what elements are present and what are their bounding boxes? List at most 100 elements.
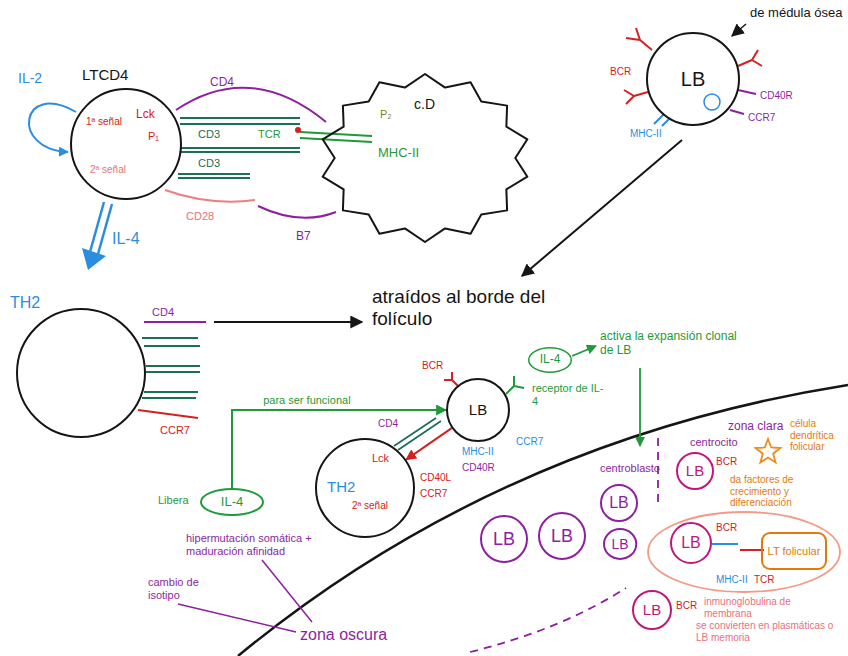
ccr7-molecule — [730, 110, 744, 114]
tcr-cd3-complex — [394, 418, 441, 450]
il4-receptor — [506, 376, 524, 394]
cytokine-label: IL-2 — [18, 70, 42, 86]
molecule-label: BCR — [422, 360, 443, 372]
molecule-label: CCR7 — [420, 488, 447, 500]
molecule-label: CD3 — [198, 157, 220, 170]
cd28-molecule — [165, 190, 255, 202]
cd4-molecule — [176, 88, 326, 122]
node-text: LB — [611, 536, 628, 552]
cloud-outline — [323, 74, 528, 242]
cell-outline — [539, 513, 585, 559]
cell-outline — [677, 453, 713, 489]
centroblast-circle: LB — [480, 515, 528, 563]
cell-outline — [762, 533, 826, 569]
follicular-dendritic-cell — [756, 439, 781, 463]
connector-label: para ser funcional — [261, 394, 352, 407]
node-text: TH2 — [327, 478, 355, 495]
leader-arrow — [732, 24, 746, 36]
molecule-label: CD40R — [462, 462, 495, 474]
node-text: IL-4 — [540, 353, 561, 367]
region-label: zona oscura — [300, 626, 387, 644]
region-label: zona clara — [728, 420, 783, 434]
node-text: IL-4 — [221, 495, 243, 510]
follicle-border — [238, 385, 848, 656]
centroblast-circle: LB — [538, 512, 586, 560]
annotation-text: hipermutación somática + maduración afin… — [186, 532, 336, 557]
th2-cell-circle: TH2 — [16, 308, 146, 438]
effect-arrow — [572, 346, 596, 356]
symbol-label: P₂ — [380, 108, 392, 121]
cell-outline — [633, 591, 671, 629]
tcr-cd3-complex — [178, 118, 300, 178]
b-cell-circle: LB — [446, 378, 510, 442]
molecule-label: BCR — [716, 456, 737, 468]
cd40-molecule — [738, 90, 756, 94]
annotation-text: receptor de IL-4 — [532, 382, 604, 407]
molecule-label: CD28 — [186, 210, 214, 223]
node-text: TH2 — [10, 294, 40, 312]
mhc-molecule — [654, 114, 670, 126]
molecule-label: Lck — [372, 452, 389, 465]
molecule-label: CD4 — [378, 418, 398, 430]
molecule-label: BCR — [676, 600, 697, 612]
molecule-label: MHC-II — [630, 128, 662, 140]
leader-line — [178, 560, 312, 632]
b7-molecule — [258, 206, 336, 218]
cell-outline — [447, 379, 509, 441]
molecule-label: CD40R — [760, 90, 793, 102]
bcr-symbol — [444, 372, 458, 386]
centrocyte-circle: LB — [676, 452, 714, 490]
tcr-molecule — [740, 549, 764, 551]
molecule-label: CD3 — [198, 128, 220, 141]
annotation-text: célula dendrítica folicular — [790, 418, 844, 453]
b-cell-circle: LB — [646, 32, 740, 126]
tcr-cd3-complex — [142, 338, 200, 398]
cell-outline — [671, 523, 711, 563]
cd4-molecule — [144, 321, 206, 323]
th2-cell-circle: TH2 — [315, 438, 415, 538]
molecule-label: MHC-II — [462, 446, 494, 458]
symbol-label: P₁ — [148, 130, 159, 143]
cell-outline — [316, 439, 414, 537]
molecule-label: MHC-II — [716, 574, 748, 586]
node-text: LB — [551, 526, 573, 547]
annotation-text: activa la expansión clonal de LB — [600, 330, 750, 358]
mhc-molecule — [300, 132, 372, 142]
migration-arrow — [214, 321, 362, 323]
annotation-text: da factores de crecimiento y diferenciac… — [730, 474, 820, 509]
centroblast-circle: LB — [600, 484, 638, 522]
molecule-label: B7 — [296, 230, 311, 244]
cell-outline — [201, 489, 263, 515]
bcr-symbol — [626, 28, 652, 50]
node-outline — [70, 88, 182, 200]
cell-outline — [601, 485, 637, 521]
t-cell-circle: LTCD41ª señalLck2ª señal — [70, 88, 182, 200]
cell-outline — [529, 348, 572, 372]
node-outline — [16, 308, 146, 438]
node-text: LB — [643, 601, 661, 618]
secretion-arrowhead — [82, 248, 106, 270]
signal-arrow — [406, 428, 452, 459]
cytokine-oval: LiberaIL-4 — [200, 488, 264, 516]
node-text: LB — [681, 534, 701, 552]
annotation-text: inmunoglobulina de membrana — [704, 596, 804, 619]
peptide-dot — [295, 127, 301, 133]
follicular-t-cell-box: LT folicular — [761, 532, 827, 570]
cytokine-label: IL-4 — [112, 230, 140, 248]
molecule-label: CD40L — [420, 472, 451, 484]
selection-area — [648, 512, 840, 592]
autocrine-arrow — [29, 104, 76, 152]
bcr-symbol — [624, 90, 648, 104]
molecule-label: CCR7 — [748, 112, 775, 124]
node-text: Lck — [136, 108, 155, 122]
node-text: LB — [493, 529, 515, 550]
molecule-label: BCR — [716, 522, 737, 534]
centrocyte-circle: LB — [632, 590, 672, 630]
dendritic-cell: c.D — [318, 72, 532, 244]
molecule-label: BCR — [610, 66, 631, 78]
annotation-text: se convierten en plasmáticas o LB memori… — [696, 620, 844, 643]
nucleus-mark — [704, 94, 720, 110]
molecule-label: TCR — [754, 574, 775, 586]
node-text: Libera — [158, 494, 189, 507]
